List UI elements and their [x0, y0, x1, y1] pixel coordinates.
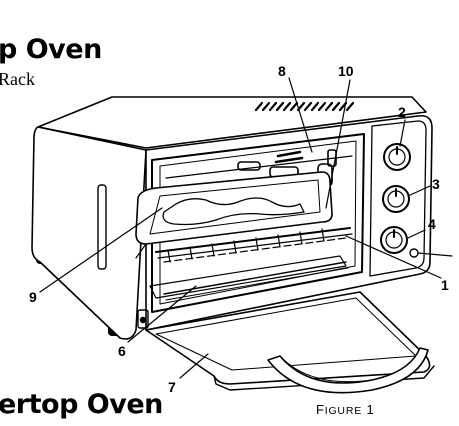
callout-8: 8: [278, 63, 286, 79]
figure-caption-number: 1: [366, 402, 375, 417]
food-in-pan: [162, 197, 305, 226]
oven-left-side: [31, 126, 147, 340]
oven-top: [37, 96, 427, 149]
timer-knob: [380, 226, 408, 254]
callout-10: 10: [338, 63, 354, 79]
wire-rack: [155, 227, 353, 263]
crumb-tray: [149, 255, 347, 299]
callout-labels: 8 10 2 3 4 1 9 6 7: [29, 63, 449, 395]
side-vent: [97, 184, 107, 270]
section-subtitle: Rack: [0, 69, 35, 89]
section-heading-top: p Oven: [0, 34, 102, 65]
door-handle: [267, 347, 429, 394]
callout-7: 7: [168, 379, 176, 395]
baking-pan: [135, 171, 333, 245]
callout-3: 3: [432, 176, 440, 192]
figure-caption-initial: F: [316, 402, 325, 417]
callout-4: 4: [428, 216, 436, 232]
function-knob: [382, 185, 410, 213]
upper-heating-element: [165, 155, 353, 179]
figure-caption-word: IGURE: [324, 405, 363, 417]
callout-9: 9: [29, 289, 37, 305]
callout-leaders: [39, 77, 453, 379]
top-vent: [254, 101, 355, 112]
door-hinges: [137, 309, 149, 329]
lower-heating-element: [163, 261, 347, 295]
oven-cavity: [151, 133, 365, 313]
callout-2: 2: [398, 104, 406, 120]
temperature-knob: [383, 143, 411, 171]
section-heading-bottom: ertop Oven: [0, 389, 163, 420]
figure-caption: FIGURE 1: [316, 402, 374, 417]
oven-door: [145, 291, 431, 385]
callout-1: 1: [441, 277, 449, 293]
callout-6: 6: [118, 343, 126, 359]
